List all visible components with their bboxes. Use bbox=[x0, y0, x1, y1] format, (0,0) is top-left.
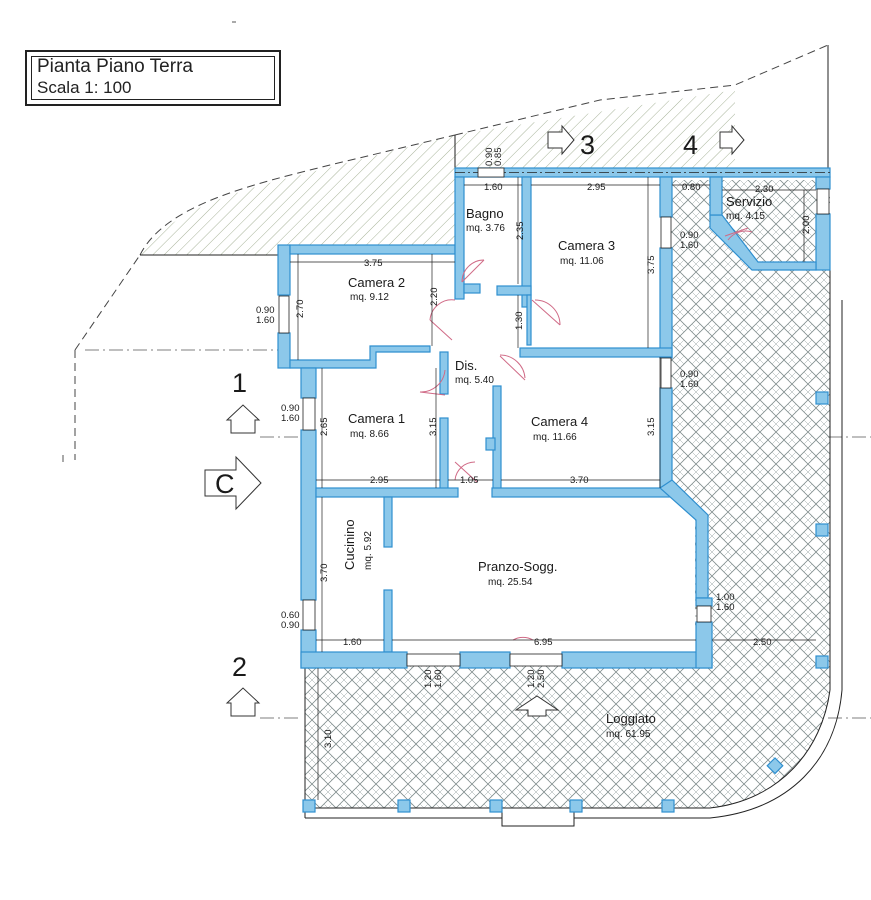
room-area-dis: mq. 5.40 bbox=[455, 375, 494, 386]
dim-label: 2.70 bbox=[295, 300, 306, 319]
dim-label: 1.00 bbox=[716, 592, 735, 603]
paving bbox=[304, 180, 843, 827]
room-name-servizio: Servizio bbox=[726, 194, 772, 209]
dim-label: 2.95 bbox=[370, 475, 389, 486]
dim-label: 3.70 bbox=[319, 564, 330, 583]
dim-label: 3.15 bbox=[646, 418, 657, 437]
title-block-inner bbox=[31, 56, 275, 100]
windows bbox=[278, 167, 830, 667]
dim-label: 0.90 bbox=[680, 230, 699, 241]
dim-label: 1.20 bbox=[423, 670, 434, 689]
marker-2: 2 bbox=[232, 652, 247, 682]
room-name-dis: Dis. bbox=[455, 358, 477, 373]
walls bbox=[277, 167, 831, 813]
dim-label: 0.90 bbox=[484, 148, 495, 167]
plan-scale: Scala 1: 100 bbox=[37, 78, 132, 97]
dim-label: 0.90 bbox=[281, 403, 300, 414]
dim-label: 1.30 bbox=[514, 312, 525, 331]
room-area-camera4: mq. 11.66 bbox=[533, 432, 577, 443]
room-area-cucinino: mq. 5.92 bbox=[363, 531, 374, 570]
dim-label: 1.05 bbox=[460, 475, 479, 486]
dimension-labels: 1.60 2.95 0.80 2.30 0.90 0.85 2.35 3.75 … bbox=[256, 148, 812, 749]
dim-label: 2.50 bbox=[753, 637, 772, 648]
dim-label: 0.90 bbox=[680, 369, 699, 380]
room-labels: Bagno mq. 3.76 Camera 3 mq. 11.06 Serviz… bbox=[342, 194, 772, 740]
room-name-pranzo: Pranzo-Sogg. bbox=[478, 559, 558, 574]
section-markers: 1 2 3 4 C bbox=[215, 130, 698, 682]
dim-label: 3.15 bbox=[428, 418, 439, 437]
arrow-1-icon bbox=[225, 404, 261, 434]
room-area-camera2: mq. 9.12 bbox=[350, 292, 389, 303]
dim-label: 3.75 bbox=[364, 258, 383, 269]
dim-label: 0.60 bbox=[281, 610, 300, 621]
arrow-4-icon bbox=[719, 124, 745, 156]
dim-label: 1.20 bbox=[526, 670, 537, 689]
entrance-arrow-icon bbox=[514, 695, 560, 717]
room-name-camera4: Camera 4 bbox=[531, 414, 588, 429]
dim-label: 1.60 bbox=[343, 637, 362, 648]
room-area-camera1: mq. 8.66 bbox=[350, 429, 389, 440]
marker-4: 4 bbox=[683, 130, 698, 160]
room-area-camera3: mq. 11.06 bbox=[560, 256, 604, 267]
dim-label: 1.60 bbox=[680, 379, 699, 390]
room-name-camera3: Camera 3 bbox=[558, 238, 615, 253]
dim-label: 1.60 bbox=[281, 413, 300, 424]
dim-label: 3.75 bbox=[646, 256, 657, 275]
arrows bbox=[204, 124, 745, 717]
room-name-camera1: Camera 1 bbox=[348, 411, 405, 426]
dim-label: 1.60 bbox=[484, 182, 503, 193]
dim-label: 6.95 bbox=[534, 637, 553, 648]
dim-label: 2.30 bbox=[755, 184, 774, 195]
dim-label: 2.35 bbox=[515, 222, 526, 241]
arrow-3-icon bbox=[547, 124, 575, 156]
room-name-camera2: Camera 2 bbox=[348, 275, 405, 290]
dim-label: 2.65 bbox=[319, 418, 330, 437]
marker-c: C bbox=[215, 469, 235, 499]
marker-3: 3 bbox=[580, 130, 595, 160]
dim-label: 0.85 bbox=[493, 148, 504, 167]
dim-label: 0.90 bbox=[281, 620, 300, 631]
dim-label: 2.50 bbox=[536, 670, 547, 689]
room-area-pranzo: mq. 25.54 bbox=[488, 577, 533, 588]
dimension-lines bbox=[290, 177, 816, 800]
room-area-servizio: mq. 4.15 bbox=[726, 211, 765, 222]
dim-label: 2.95 bbox=[587, 182, 606, 193]
room-area-bagno: mq. 3.76 bbox=[466, 223, 505, 234]
room-name-bagno: Bagno bbox=[466, 206, 504, 221]
dim-label: 1.60 bbox=[716, 602, 735, 613]
room-name-loggiato: Loggiato bbox=[606, 711, 656, 726]
dim-label: 3.10 bbox=[323, 730, 334, 749]
title-block: Pianta Piano Terra Scala 1: 100 bbox=[25, 50, 281, 106]
marker-1: 1 bbox=[232, 368, 247, 398]
dim-label: 1.60 bbox=[680, 240, 699, 251]
plan-title: Pianta Piano Terra bbox=[37, 56, 193, 77]
dim-label: 0.90 bbox=[256, 305, 275, 316]
room-name-cucinino: Cucinino bbox=[342, 519, 357, 570]
dim-label: 1.60 bbox=[256, 315, 275, 326]
terrain bbox=[62, 21, 871, 719]
dim-label: 2.20 bbox=[429, 288, 440, 307]
doors bbox=[419, 227, 753, 641]
dim-label: 2.00 bbox=[801, 216, 812, 235]
dim-label: 3.70 bbox=[570, 475, 589, 486]
room-area-loggiato: mq. 61.95 bbox=[606, 729, 651, 740]
dim-label: 0.80 bbox=[682, 182, 701, 193]
arrow-c-icon bbox=[204, 455, 262, 511]
arrow-2-icon bbox=[225, 687, 261, 717]
dim-label: 1.60 bbox=[433, 670, 444, 689]
